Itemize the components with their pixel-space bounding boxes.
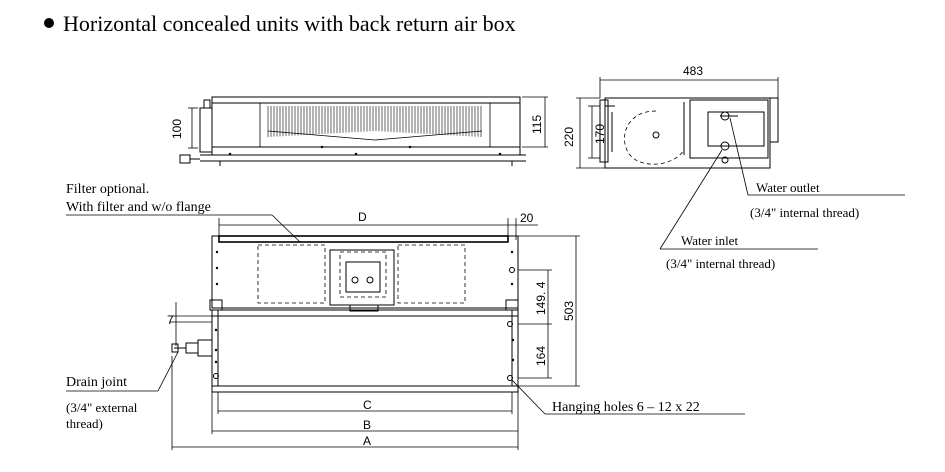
filter-flange-label: With filter and w/o flange — [66, 200, 211, 215]
dim-164: 164 — [534, 346, 548, 366]
drawing-title: Horizontal concealed units with back ret… — [63, 11, 516, 36]
dim-7: 7 — [167, 313, 174, 327]
dim-149-4: 149. 4 — [534, 281, 548, 315]
water-outlet-thread-label: (3/4" internal thread) — [750, 205, 859, 220]
coil-fins — [267, 106, 483, 141]
front-elevation-view: 100 115 — [170, 96, 548, 166]
plan-view: Filter optional. With filter and w/o fla… — [66, 182, 745, 450]
coil-v-edge — [267, 130, 483, 141]
side-elevation-view: 483 220 170 — [562, 64, 779, 169]
water-outlet-label: Water outlet — [756, 180, 820, 195]
dim-115: 115 — [530, 115, 544, 134]
filter-optional-label: Filter optional. — [66, 182, 149, 197]
dim-d: D — [358, 210, 367, 224]
dim-c: C — [363, 398, 372, 412]
water-connection-callouts: Water outlet (3/4" internal thread) Wate… — [659, 117, 905, 271]
hanging-holes-label: Hanging holes 6 – 12 x 22 — [552, 400, 700, 415]
dim-b: B — [363, 418, 371, 432]
dim-503: 503 — [562, 301, 576, 321]
dim-483: 483 — [683, 64, 703, 78]
drain-thread-label-2: thread) — [66, 416, 103, 431]
dim-20: 20 — [520, 211, 534, 225]
dim-220: 220 — [562, 127, 576, 147]
drain-thread-label-1: (3/4" external — [66, 400, 138, 415]
water-inlet-thread-label: (3/4" internal thread) — [666, 256, 775, 271]
dim-100: 100 — [170, 119, 184, 139]
dim-170: 170 — [593, 124, 607, 144]
dim-a: A — [363, 434, 371, 448]
drain-joint-label: Drain joint — [66, 375, 127, 390]
bullet-icon — [44, 18, 54, 28]
water-inlet-label: Water inlet — [681, 233, 738, 248]
